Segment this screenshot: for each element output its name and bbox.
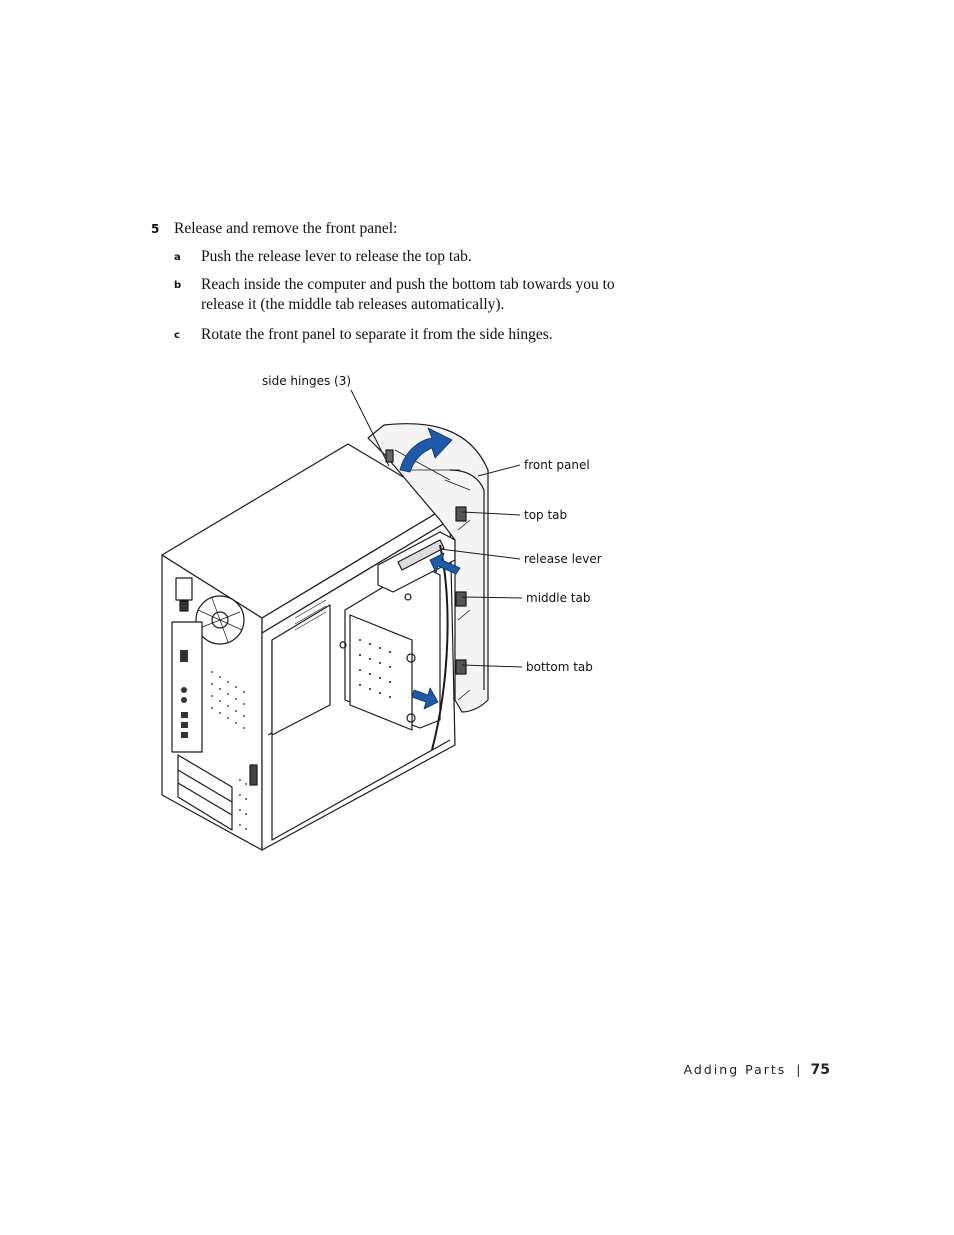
io-ports: [180, 650, 188, 738]
bracket-dots: [359, 639, 391, 698]
power-supply: [271, 604, 331, 736]
substep-text: Rotate the front panel to separate it fr…: [201, 326, 553, 343]
step-number: 5: [151, 222, 160, 236]
fan-hub: [211, 611, 229, 629]
front-panel-shape: [367, 423, 489, 713]
fan-blades: [197, 597, 243, 643]
side-hinge: [385, 449, 394, 463]
footer-separator: |: [796, 1062, 801, 1077]
middle-tab-shape: [455, 591, 467, 607]
hard-drive-bracket: [349, 614, 413, 731]
release-lever-shape: [397, 539, 445, 571]
expansion-slots: [177, 754, 233, 831]
callout-top-tab: top tab: [524, 508, 568, 522]
callout-bottom-tab: bottom tab: [526, 660, 593, 674]
substep-marker: b: [174, 280, 182, 291]
substep-marker: a: [174, 252, 181, 263]
callout-release-lever: release lever: [524, 552, 602, 566]
substep-text: Reach inside the computer and push the b…: [201, 276, 615, 313]
rotate-arrow: [399, 427, 453, 473]
bottom-tab-shape: [455, 659, 467, 675]
callout-front-panel: front panel: [524, 458, 590, 472]
callout-leader-lines: [350, 389, 523, 668]
top-tab-shape: [455, 506, 467, 522]
bracket-screw: [406, 653, 416, 663]
cage-screw: [339, 641, 347, 649]
substep-text: Push the release lever to release the to…: [201, 248, 472, 265]
padlock-ring: [249, 764, 258, 786]
page-number: 75: [810, 1062, 830, 1078]
cage-screw: [404, 593, 412, 601]
push-lever-arrow: [429, 552, 461, 575]
power-connector: [175, 577, 193, 601]
psu-vents: [294, 599, 327, 631]
push-bottom-tab-arrow: [411, 687, 439, 710]
back-vent-holes: [211, 671, 247, 830]
power-switch: [179, 600, 189, 612]
substep-marker: c: [174, 330, 180, 341]
step-text: Release and remove the front panel:: [174, 220, 398, 237]
callout-middle-tab: middle tab: [526, 591, 591, 605]
bracket-screw: [406, 713, 416, 723]
io-panel: [171, 621, 203, 753]
callout-side-hinges: side hinges (3): [262, 374, 352, 388]
page-footer: Adding Parts | 75: [684, 1062, 830, 1078]
footer-section-title: Adding Parts: [683, 1062, 787, 1077]
